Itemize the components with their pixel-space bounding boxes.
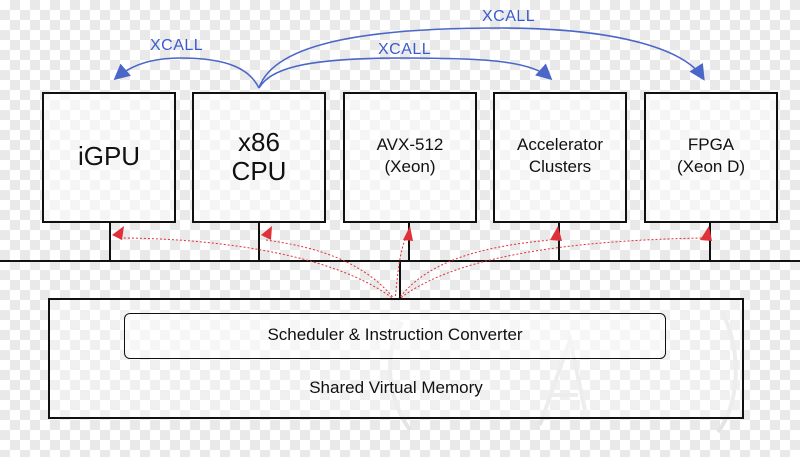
unit-label-avx-line1: AVX-512 — [376, 135, 444, 154]
unit-box-accel: Accelerator Clusters — [493, 92, 627, 223]
dispatch-curve-accel — [397, 239, 551, 301]
unit-box-x86: x86 CPU — [192, 92, 326, 223]
xcall-arrow-to-igpu — [113, 57, 260, 89]
unit-label-accel-line1: Accelerator — [517, 135, 603, 154]
shared-memory-box: Scheduler & Instruction Converter Shared… — [48, 298, 744, 419]
unit-label-igpu: iGPU — [44, 142, 174, 171]
unit-label-accel: Accelerator Clusters — [495, 135, 625, 176]
scheduler-label: Scheduler & Instruction Converter — [267, 325, 523, 344]
unit-box-avx: AVX-512 (Xeon) — [343, 92, 477, 223]
red-arrowhead-accel — [550, 226, 562, 241]
xcall-label-igpu: XCALL — [150, 37, 204, 54]
watermark-right-paren-icon — [716, 311, 738, 434]
unit-label-x86-line1: x86 — [238, 127, 280, 157]
red-arrowhead-avx — [403, 226, 413, 241]
unit-label-avx-line2: (Xeon) — [384, 156, 436, 176]
unit-label-igpu-line1: iGPU — [77, 141, 141, 171]
red-arrowhead-fpga — [700, 226, 712, 241]
unit-label-avx: AVX-512 (Xeon) — [345, 135, 475, 176]
red-arrowhead-igpu — [112, 226, 124, 240]
dispatch-curve-igpu — [117, 237, 396, 301]
unit-label-fpga-line2: (Xeon D) — [676, 156, 746, 176]
xcall-arrow-to-accel — [258, 57, 553, 89]
unit-label-fpga-line1: FPGA — [687, 135, 735, 154]
dispatch-curve-avx — [394, 239, 406, 301]
unit-box-igpu: iGPU — [42, 92, 176, 223]
scheduler-box: Scheduler & Instruction Converter — [124, 313, 666, 359]
unit-label-accel-line2: Clusters — [528, 156, 592, 176]
xcall-label-fpga: XCALL — [482, 8, 536, 25]
shared-memory-label: Shared Virtual Memory — [309, 378, 483, 397]
dispatch-curve-fpga — [397, 237, 703, 301]
unit-label-fpga: FPGA (Xeon D) — [646, 135, 776, 176]
watermark-a-icon — [538, 332, 587, 426]
red-arrowhead-x86 — [261, 226, 272, 240]
unit-label-x86: x86 CPU — [194, 128, 324, 185]
xcall-label-accel: XCALL — [378, 41, 432, 58]
dispatch-curve-x86 — [265, 239, 396, 301]
xcall-arrow-to-fpga — [258, 27, 705, 89]
unit-label-x86-line2: CPU — [231, 155, 287, 186]
unit-box-fpga: FPGA (Xeon D) — [644, 92, 778, 223]
